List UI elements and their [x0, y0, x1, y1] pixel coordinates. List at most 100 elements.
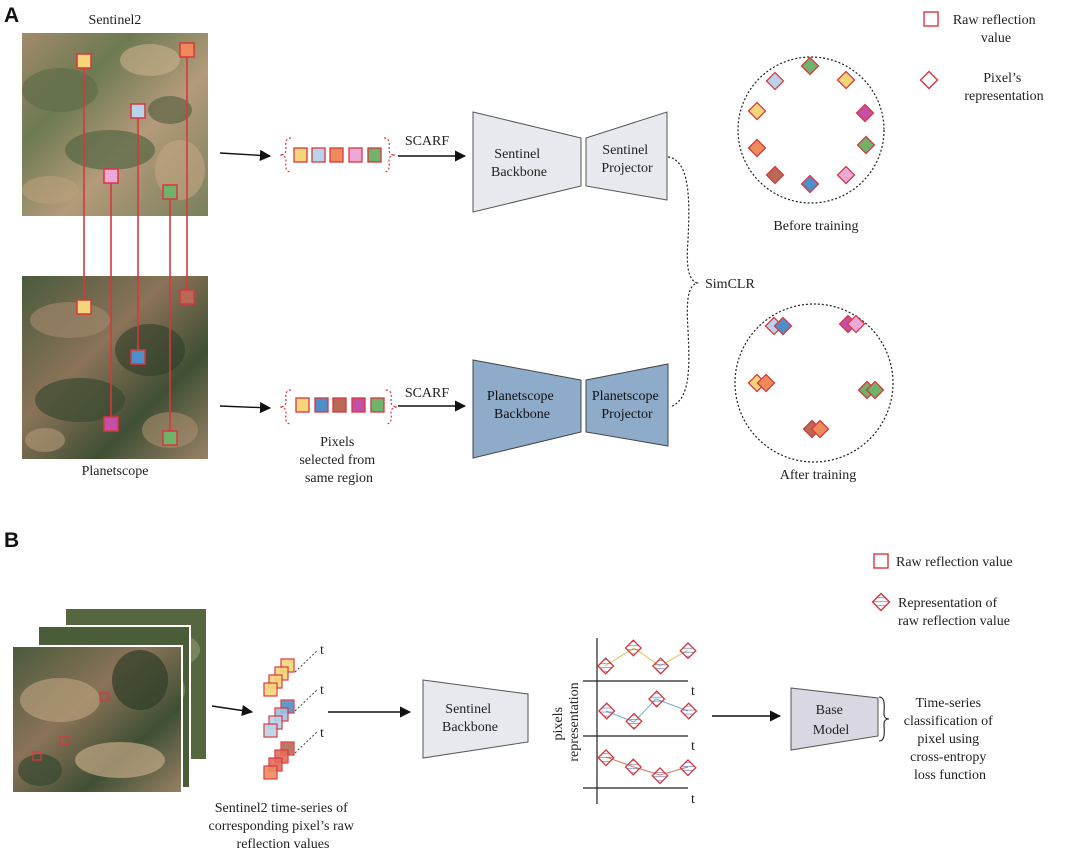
diamond-yellow [747, 101, 767, 121]
pixel-yellow [76, 299, 92, 315]
pixel-brown [332, 397, 347, 413]
repr-diamond [598, 702, 616, 720]
pixel-marker [59, 736, 69, 746]
pixel-pink [103, 168, 119, 184]
pixel-blue [314, 397, 329, 413]
pixel-marker [32, 751, 42, 761]
sentinel-backbone-b-block [422, 679, 529, 759]
time-series-brown [263, 741, 295, 780]
diamond-pink [846, 314, 866, 334]
before-training-label: Before training [773, 219, 858, 234]
sentinel-backbone-block [472, 111, 582, 213]
simclr-label: SimCLR [705, 277, 755, 292]
legend-repr-diamond [919, 70, 939, 90]
t-label: t [320, 683, 324, 698]
before-training-diamonds [747, 56, 876, 194]
planetscope-label: Planetscope [82, 464, 149, 479]
legend-b-raw-square [873, 553, 889, 569]
panel-a-letter: A [4, 4, 19, 27]
pixel-blue [130, 349, 146, 365]
repr-diamond [624, 639, 642, 657]
sentinel2-label: Sentinel2 [89, 13, 142, 28]
t-label: t [320, 726, 324, 741]
series-line-yellow [604, 647, 689, 667]
sentinel2-image [22, 33, 208, 216]
bracket-left [279, 137, 292, 173]
planetscope-pixel-row [279, 389, 398, 425]
sentinel2-time-series-stack [11, 607, 208, 794]
scarf-label-bottom: SCARF [405, 386, 450, 401]
series-line-brown [605, 756, 689, 776]
sentinel2-pixels [76, 42, 195, 200]
t-label: t [691, 684, 695, 699]
arrow-stack-to-series [211, 704, 254, 717]
pixel-magenta [103, 416, 119, 432]
sentinel-backbone-label: Sentinel Backbone [491, 147, 547, 180]
pixel-green [367, 147, 382, 163]
pixel-yellow [295, 397, 310, 413]
bracket-right [383, 137, 396, 173]
sentinel-projector-label: Sentinel Projector [601, 143, 653, 176]
pixel-correspondence-lines [83, 50, 188, 438]
time-axis-dotted-lines [294, 649, 319, 754]
representation-plot: t t t pixels representation [551, 638, 698, 807]
legend-b-repr-diamond [871, 592, 891, 612]
repr-diamond [648, 690, 666, 708]
sentinel-backbone-b-label: Sentinel Backbone [442, 702, 498, 735]
diamond-blue [773, 316, 793, 336]
base-model-label: Base Model [813, 703, 850, 738]
time-series-caption: Sentinel2 time-series of corresponding p… [209, 801, 358, 852]
repr-diamond [680, 702, 698, 720]
bracket-right [385, 389, 398, 425]
simclr-brace [667, 156, 699, 408]
legend-repr-label: Pixel’s representation [964, 71, 1043, 104]
base-model-block [790, 687, 879, 751]
after-training-label: After training [780, 468, 857, 483]
scarf-label-top: SCARF [405, 134, 450, 149]
diamond-orange [810, 419, 830, 439]
after-training-circle [734, 303, 894, 463]
pixel-yellow [76, 53, 92, 69]
pixel-green [162, 184, 178, 200]
diamond-orange [747, 138, 767, 158]
diamond-blue [800, 174, 820, 194]
pixel-light-blue [130, 103, 146, 119]
before-training-circle [737, 56, 885, 204]
t-label: t [691, 739, 695, 754]
legend-b-raw-label: Raw reflection value [896, 555, 1013, 570]
plot-axis-label: pixels representation [551, 682, 582, 761]
repr-diamond [652, 657, 670, 675]
t-label: t [691, 792, 695, 807]
pixel-green [370, 397, 385, 413]
after-training-diamonds [747, 314, 885, 439]
diamond-brown [765, 165, 785, 185]
classification-caption: Time-series classification of pixel usin… [904, 696, 997, 783]
diamond-orange [756, 373, 776, 393]
series-line-blue [605, 698, 689, 723]
legend-raw-label: Raw reflection value [953, 13, 1039, 46]
repr-diamond [597, 657, 615, 675]
repr-diamond [679, 642, 697, 660]
pixel-light-blue [311, 147, 326, 163]
sentinel-projector-block [585, 111, 668, 201]
pixels-caption: Pixels selected from same region [299, 435, 378, 486]
planetscope-projector-label: Planetscope Projector [592, 389, 662, 422]
bracket-left [279, 389, 292, 425]
legend-raw-square [923, 11, 939, 27]
planetscope-pixels [76, 289, 195, 446]
repr-diamond [624, 758, 642, 776]
diamond-green [856, 135, 876, 155]
pixel-orange [329, 147, 344, 163]
pixel-yellow [293, 147, 308, 163]
t-label: t [320, 643, 324, 658]
sentinel-pixel-row [279, 137, 396, 173]
time-series-blue [263, 699, 295, 738]
pixel-time-series-group [263, 658, 295, 780]
diamond-magenta [855, 103, 875, 123]
planetscope-projector-block [585, 363, 669, 447]
diamond-green [800, 56, 820, 76]
repr-diamond [625, 712, 643, 730]
diamond-light-blue [765, 71, 785, 91]
classification-brace [878, 696, 890, 742]
